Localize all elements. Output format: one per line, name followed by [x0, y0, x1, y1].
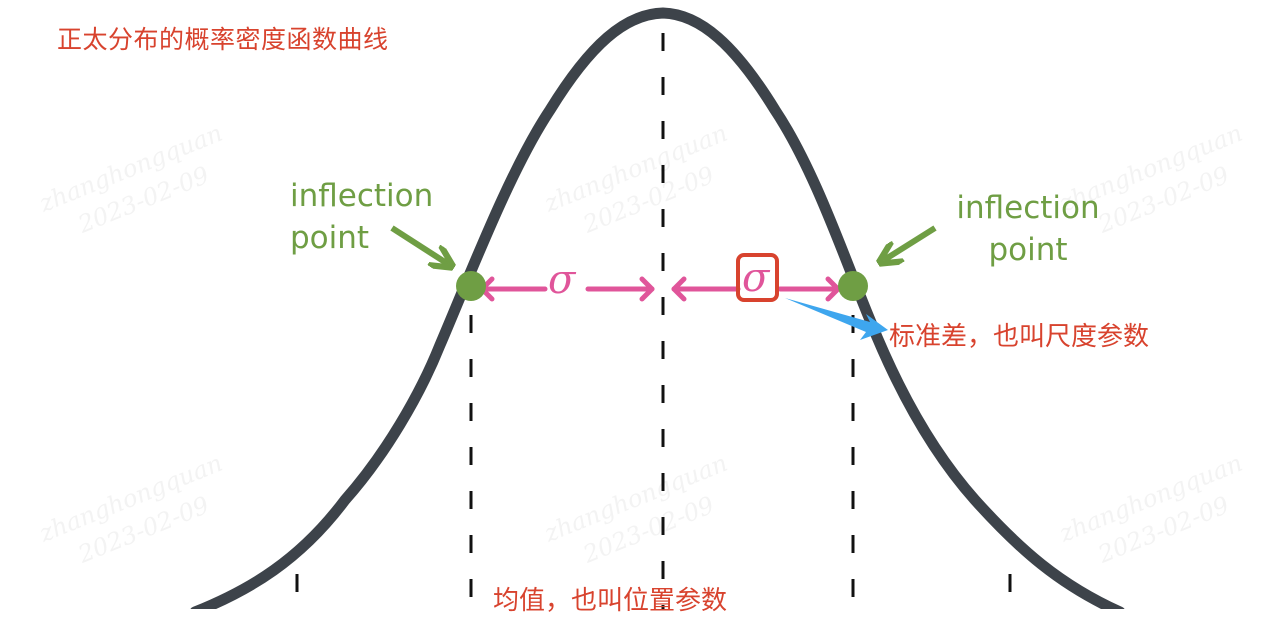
left-inflection-point	[456, 271, 486, 301]
diagram-title: 正太分布的概率密度函数曲线	[57, 25, 389, 54]
std-dev-note: 标准差，也叫尺度参数	[889, 322, 1150, 352]
bell-curve	[190, 7, 1125, 609]
right-inflection-point	[838, 271, 868, 301]
sigma-right-symbol: σ	[742, 255, 770, 301]
left-inflection-label: inflection point	[290, 178, 434, 256]
sigma-highlight-box	[736, 253, 779, 302]
left-inflection-arrow	[390, 225, 448, 264]
right-inflection-arrow	[884, 225, 937, 260]
dashed-lines	[295, 33, 1012, 609]
std-dev-callout-arrow	[785, 298, 888, 340]
right-inflection-label: inflection point	[956, 190, 1100, 268]
sigma-arrows	[479, 276, 841, 302]
sigma-left-symbol: σ	[548, 257, 576, 303]
mean-note: 均值，也叫位置参数	[493, 586, 728, 616]
